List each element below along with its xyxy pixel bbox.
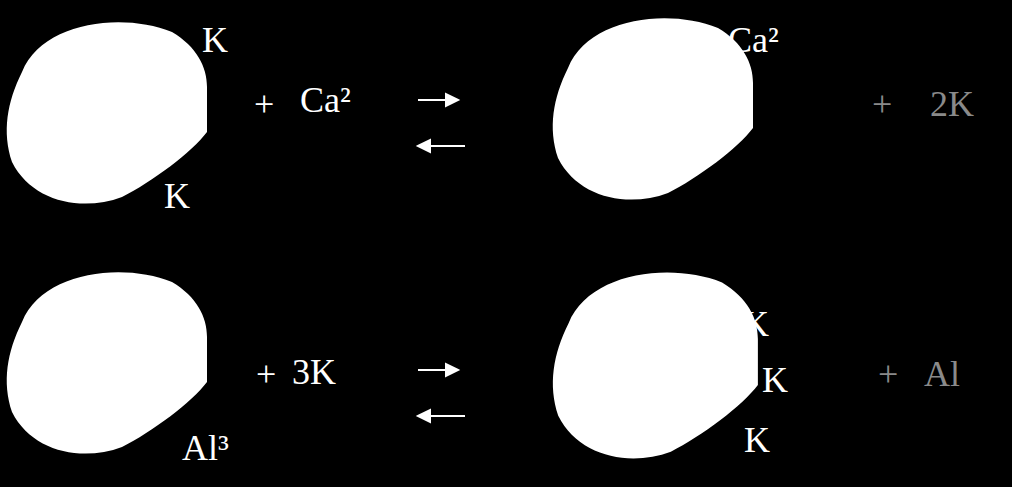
equation-term: +	[872, 86, 892, 122]
equation-term: Al	[924, 356, 960, 392]
ion-label: K	[744, 422, 770, 458]
equation-term: +	[254, 86, 274, 122]
particle-outline	[548, 8, 758, 208]
ion-label: K	[202, 22, 228, 58]
ion-label: K	[743, 306, 769, 342]
soil-particle: KK	[2, 12, 212, 212]
equation-term: 2K	[930, 86, 974, 122]
particle-outline	[548, 262, 763, 467]
equation-term: Ca²	[300, 82, 351, 118]
soil-particle: Al³	[2, 262, 212, 462]
particle-outline	[2, 262, 212, 462]
equation-term: +	[256, 356, 276, 392]
equation-term: 3K	[292, 354, 336, 390]
ion-label: K	[762, 362, 788, 398]
equation-term: +	[878, 356, 898, 392]
ion-label: K	[164, 178, 190, 214]
soil-particle: Ca²	[548, 8, 758, 208]
ion-label: Al³	[182, 430, 229, 466]
soil-particle: KKK	[548, 262, 763, 467]
ion-label: Ca²	[728, 22, 779, 58]
